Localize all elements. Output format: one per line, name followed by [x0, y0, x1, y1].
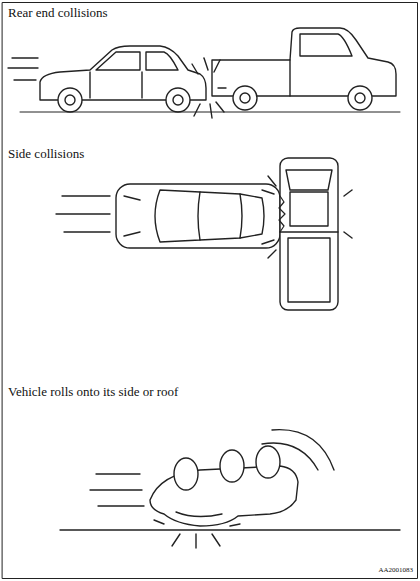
section-heading: Vehicle rolls onto its side or roof	[7, 384, 179, 400]
section-heading: Rear end collisions	[7, 5, 109, 21]
impact-burst	[192, 58, 226, 118]
figure-code: AA2001083	[377, 566, 414, 574]
pickup-side	[212, 28, 396, 110]
sedan-side	[8, 46, 206, 112]
pickup-top	[262, 158, 352, 310]
section-heading: Side collisions	[7, 146, 85, 162]
frame	[3, 3, 418, 579]
rollover-car	[60, 430, 400, 548]
car-top	[56, 184, 280, 248]
